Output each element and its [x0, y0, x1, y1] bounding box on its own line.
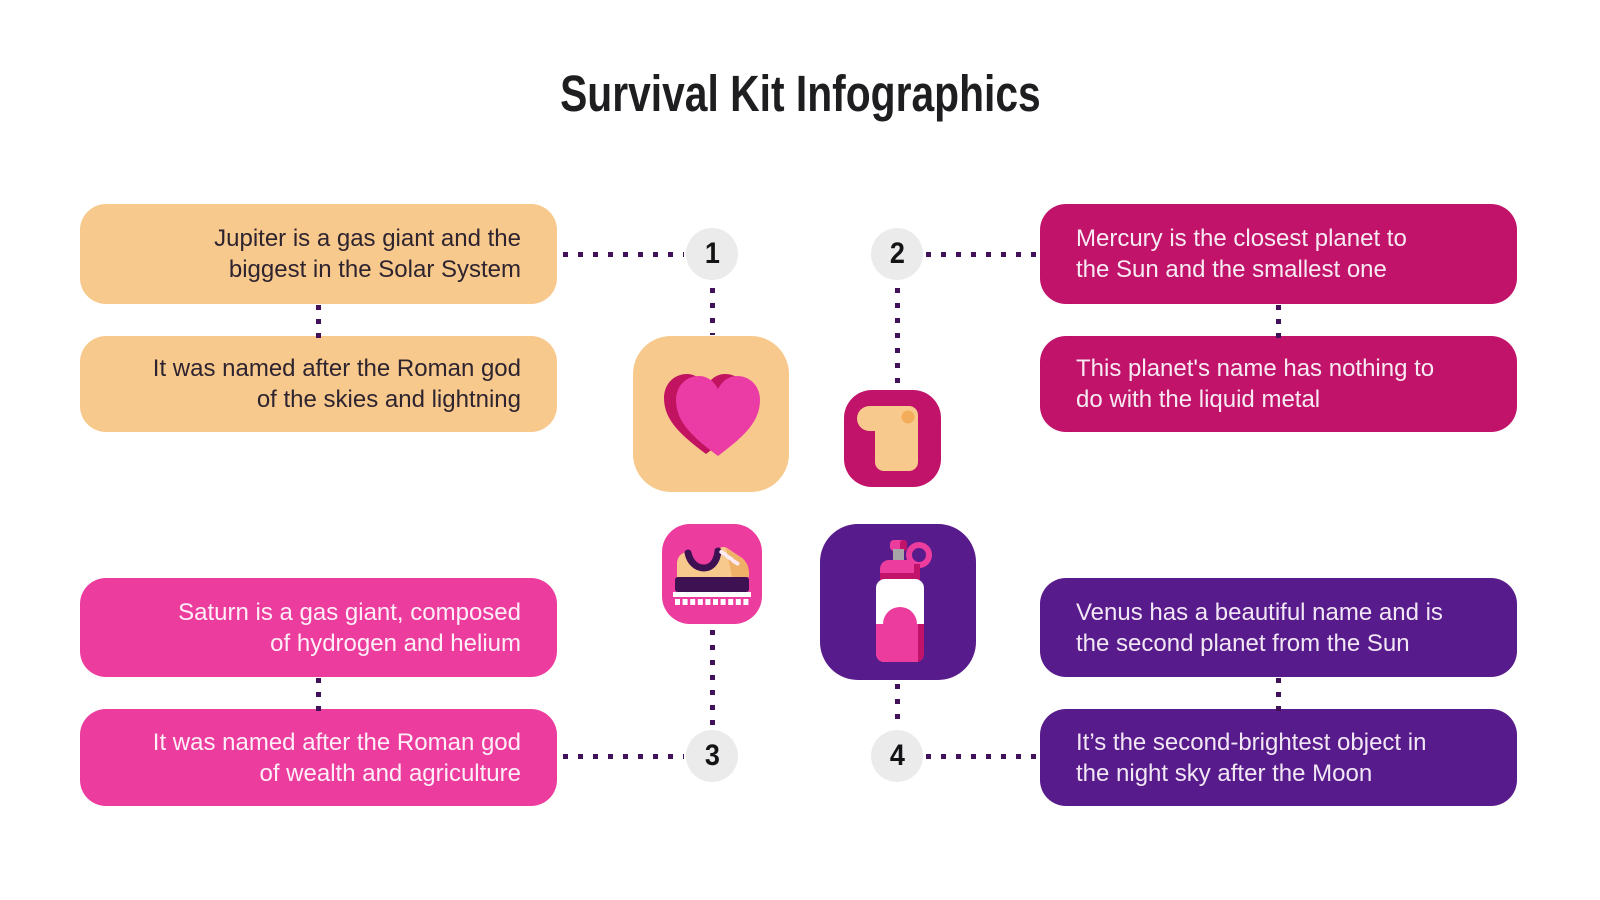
connector-step1-to-heart [710, 288, 715, 335]
card-text-line: This planet's name has nothing to [1076, 355, 1435, 382]
connector-bottle-to-step4 [895, 684, 900, 728]
card-jupiter-fact-1: Jupiter is a gas giant and the biggest i… [80, 204, 557, 304]
card-text-line: do with the liquid metal [1076, 386, 1321, 413]
connector-jupiter-cards [316, 305, 321, 338]
step-3-badge: 3 [686, 730, 738, 782]
page-title: Survival Kit Infographics [0, 64, 1600, 123]
card-text-line: the night sky after the Moon [1076, 759, 1373, 787]
card-saturn-fact-2: It was named after the Roman god of weal… [80, 709, 557, 806]
page-title-text: Survival Kit Infographics [559, 65, 1041, 122]
card-text-line: the Sun and the smallest one [1076, 256, 1387, 283]
step-4-badge: 4 [871, 730, 923, 782]
card-text-line: It’s the second-brightest object in [1076, 728, 1427, 756]
step-number: 2 [889, 237, 905, 270]
card-text-line: Jupiter is a gas giant and the [214, 225, 521, 252]
card-saturn-fact-1: Saturn is a gas giant, composed of hydro… [80, 578, 557, 677]
water-bottle-icon-svg [876, 540, 932, 662]
heart-icon [633, 336, 789, 492]
scroll-icon [844, 390, 941, 487]
connector-jupiter-to-step1 [563, 252, 684, 257]
connector-step4-to-venus [926, 754, 1037, 759]
card-text-line: biggest in the Solar System [228, 256, 521, 283]
card-text-line: the second planet from the Sun [1076, 629, 1410, 657]
heart-icon-svg [664, 374, 760, 456]
step-number: 3 [704, 739, 720, 772]
scroll-icon-svg [857, 406, 918, 471]
water-bottle-icon [820, 524, 976, 680]
connector-venus-cards [1276, 678, 1281, 711]
card-venus-fact-1: Venus has a beautiful name and is the se… [1040, 578, 1517, 677]
step-2-badge: 2 [871, 228, 923, 280]
step-number: 4 [889, 739, 905, 772]
card-text-line: Mercury is the closest planet to [1076, 225, 1407, 252]
card-text-line: Saturn is a gas giant, composed [178, 598, 521, 626]
card-text-line: of wealth and agriculture [259, 759, 522, 787]
card-mercury-fact-2: This planet's name has nothing to do wit… [1040, 336, 1517, 432]
step-1-badge: 1 [686, 228, 738, 280]
connector-step2-to-scroll [895, 288, 900, 388]
connector-saturn-cards [316, 678, 321, 711]
connector-mercury-cards [1276, 305, 1281, 338]
connector-step2-to-mercury [926, 252, 1037, 257]
connector-saturn-to-step3 [563, 754, 684, 759]
card-text-line: Venus has a beautiful name and is [1076, 598, 1443, 626]
step-number: 1 [704, 237, 720, 270]
sneaker-icon-svg [673, 546, 751, 605]
card-text-line: It was named after the Roman god [152, 728, 521, 756]
card-jupiter-fact-2: It was named after the Roman god of the … [80, 336, 557, 432]
card-mercury-fact-1: Mercury is the closest planet to the Sun… [1040, 204, 1517, 304]
card-text-line: It was named after the Roman god [152, 355, 521, 382]
sneaker-icon [662, 524, 762, 624]
card-venus-fact-2: It’s the second-brightest object in the … [1040, 709, 1517, 806]
connector-sneaker-to-step3 [710, 630, 715, 727]
card-text-line: of hydrogen and helium [270, 629, 521, 657]
card-text-line: of the skies and lightning [256, 386, 521, 413]
